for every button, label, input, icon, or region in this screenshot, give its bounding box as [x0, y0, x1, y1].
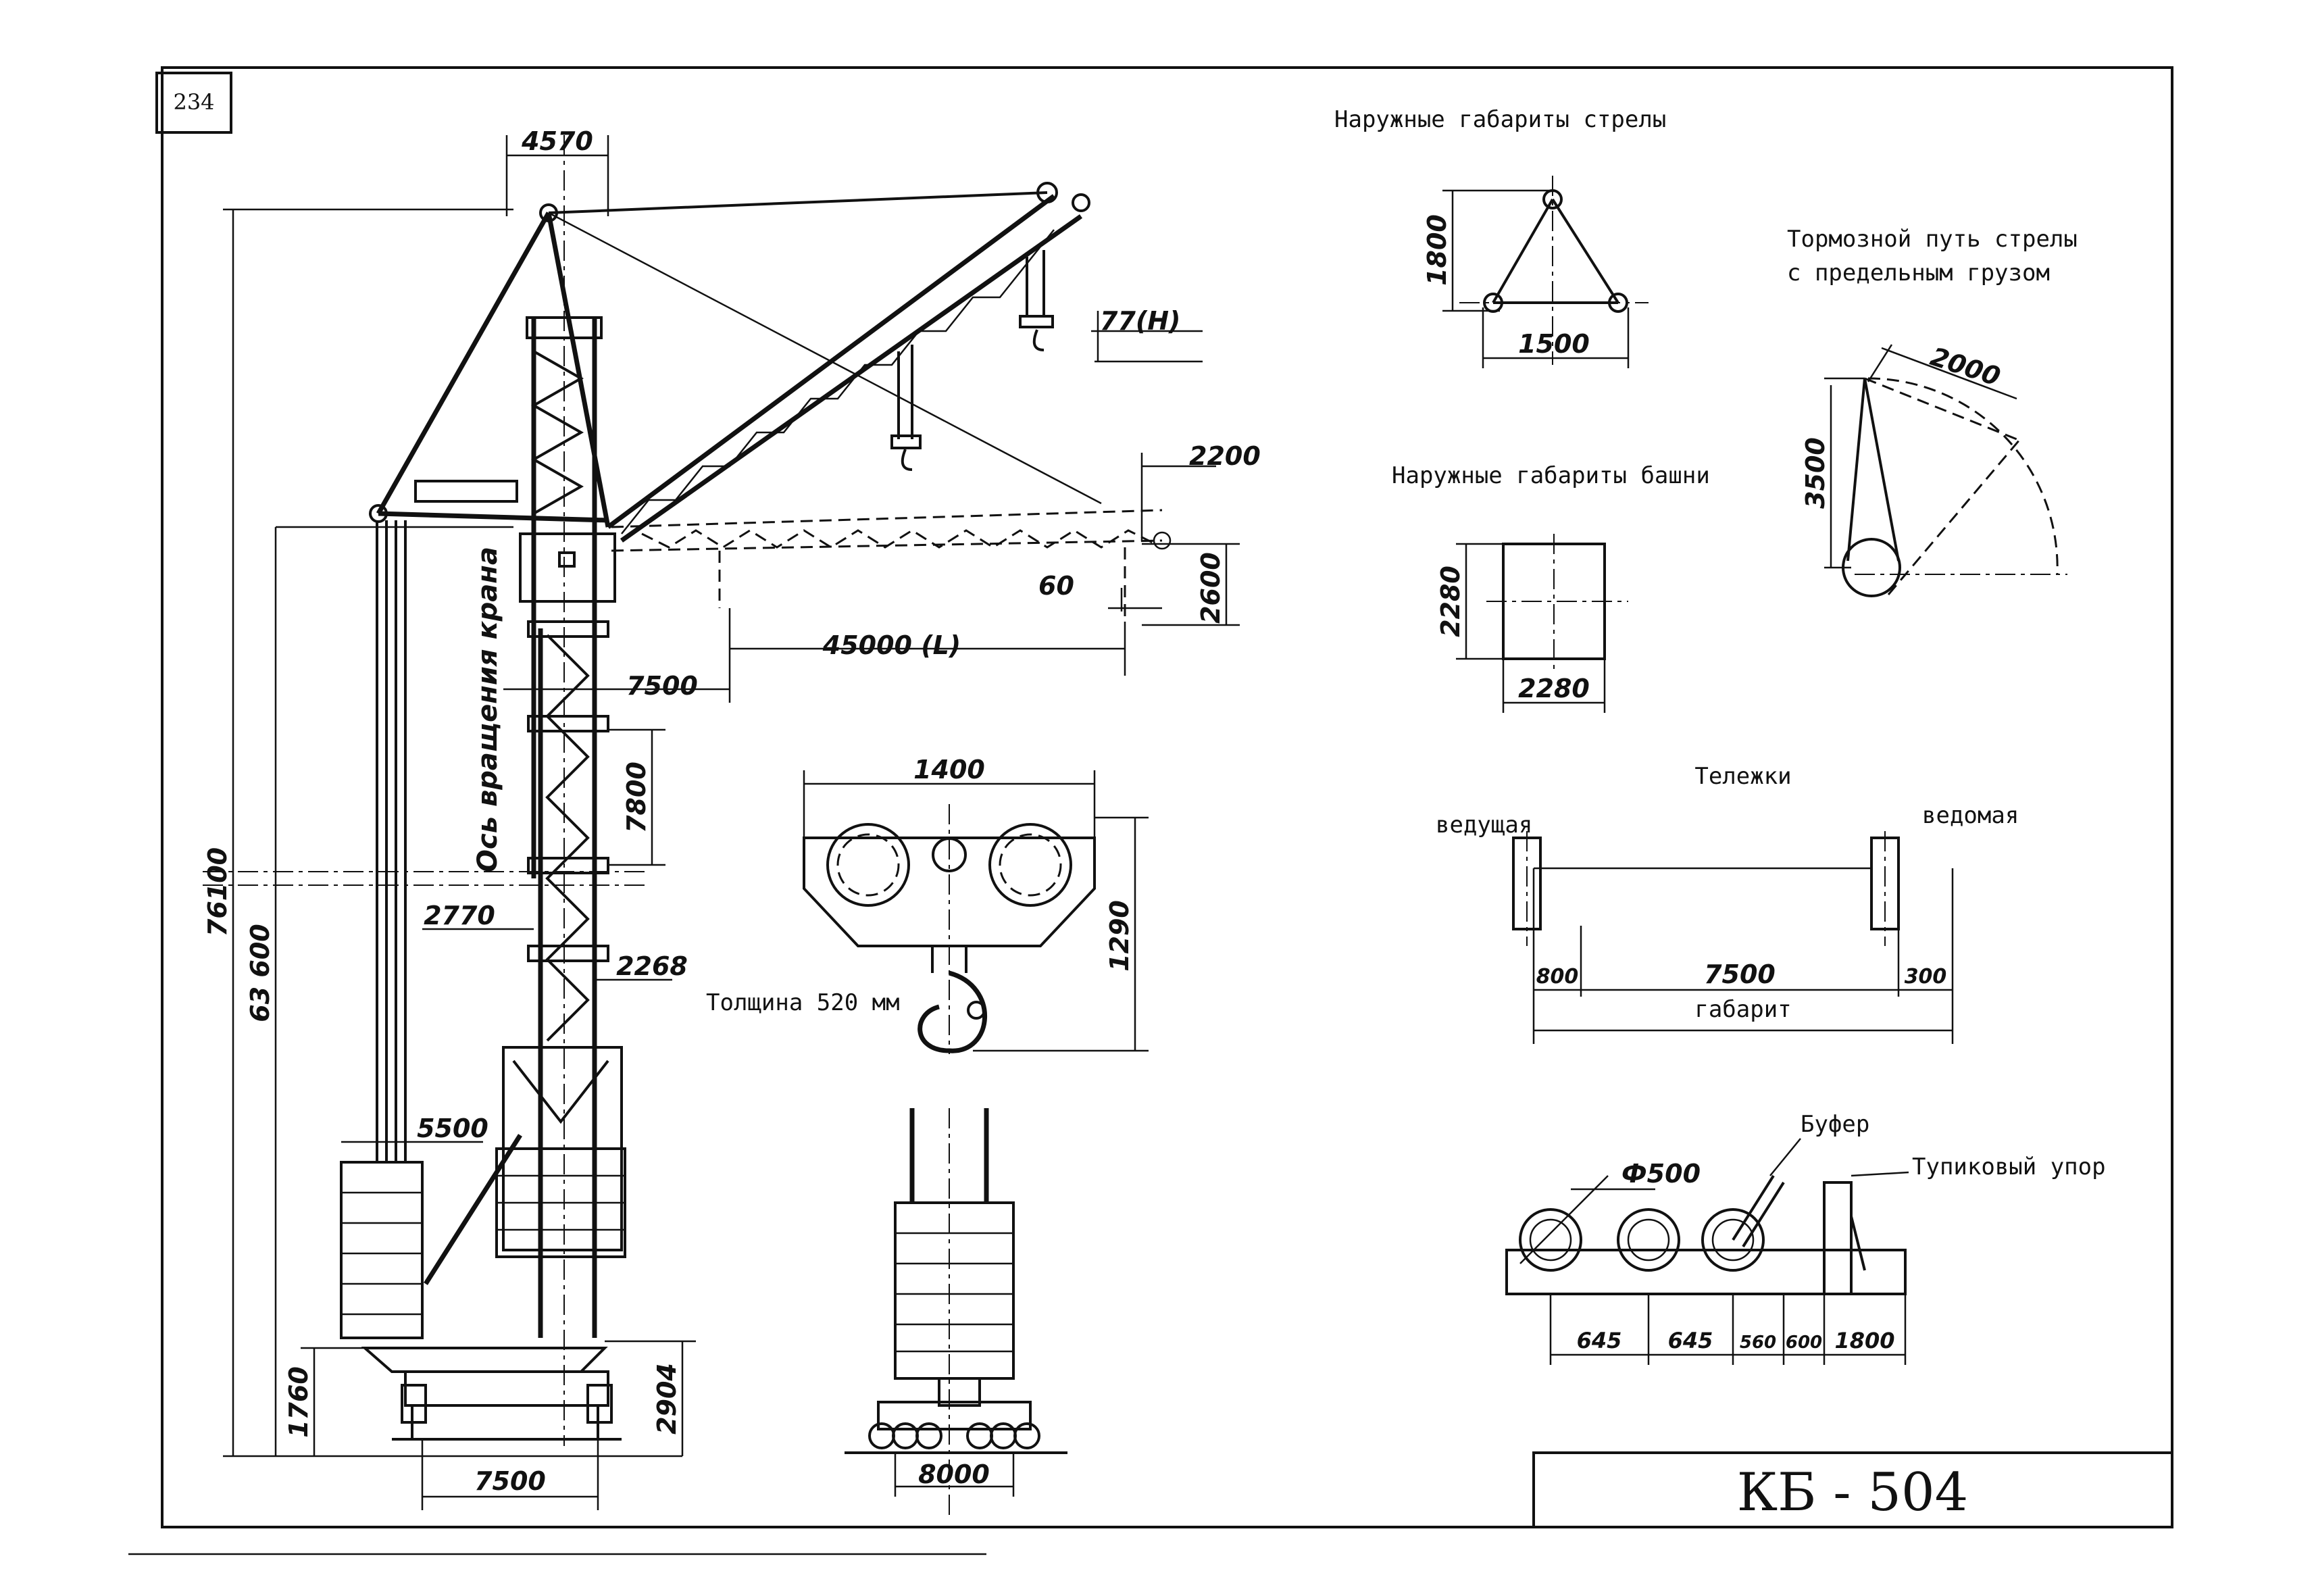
dim-ballast-offset: 5500	[417, 1114, 488, 1143]
braking-radius: 3500	[1801, 437, 1830, 509]
crane-elevation	[203, 135, 1240, 1510]
bogies-diagram	[1512, 831, 1954, 1044]
dim-tower-height: 63 600	[245, 924, 275, 1022]
tower-section-title: Наружные габариты башни	[1392, 462, 1710, 489]
bogie-right: 300	[1905, 965, 1947, 989]
dim-section-height: 7800	[622, 762, 651, 833]
dim-hook-height-n: 77(Н)	[1100, 306, 1180, 336]
dim-top-width: 4570	[521, 126, 593, 156]
stop-diameter: Ф500	[1621, 1159, 1701, 1189]
jib-section	[1442, 176, 1649, 368]
dead-end-label: Тупиковый упор	[1912, 1153, 2106, 1180]
title-block	[1532, 1451, 2173, 1528]
dim-mast-section: 2268	[616, 951, 688, 981]
rotation-axis-label: Ось вращения крана	[472, 547, 503, 872]
dim-counter-jib: 7500	[626, 671, 698, 701]
stop-d4: 600	[1786, 1332, 1822, 1353]
braking-title-2: с предельным грузом	[1787, 259, 2050, 286]
hook-block-height: 1290	[1105, 900, 1134, 972]
bogie-driving: ведущая	[1436, 812, 1532, 839]
page-number-box	[155, 72, 232, 134]
bogies-title: Тележки	[1694, 763, 1791, 790]
page-number: 234	[173, 89, 214, 115]
stop-d1: 645	[1577, 1328, 1622, 1353]
braking-diagram	[1824, 344, 2067, 597]
bogie-driven: ведомая	[1922, 802, 2019, 829]
side-base-width: 8000	[918, 1460, 990, 1489]
dim-low-hook-height: 60	[1038, 571, 1074, 601]
dim-base-height: 1760	[284, 1366, 313, 1438]
jib-section-title: Наружные габариты стрелы	[1334, 106, 1666, 133]
buffer-label: Буфер	[1801, 1111, 1869, 1138]
hook-block-width: 1400	[913, 755, 985, 784]
bogie-left: 800	[1536, 965, 1579, 989]
side-view	[845, 1108, 1067, 1520]
stop-d3: 560	[1740, 1332, 1776, 1353]
tower-section-width: 2280	[1518, 674, 1590, 703]
dim-portal-height: 2904	[652, 1363, 682, 1435]
braking-title-1: Тормозной путь стрелы	[1787, 226, 2078, 253]
braking-arc: 2000	[1927, 341, 2004, 392]
jib-section-height: 1800	[1422, 214, 1452, 286]
dim-jib-tip-offset: 2200	[1189, 441, 1261, 471]
sheet-border	[161, 66, 2173, 1528]
bogies-overall: габарит	[1694, 996, 1791, 1023]
hook-block-thickness: Толщина 520 мм	[706, 989, 900, 1016]
dim-track-gauge: 7500	[474, 1466, 546, 1496]
jib-section-width: 1500	[1518, 329, 1590, 359]
dim-reach: 45000 (L)	[822, 630, 961, 660]
dim-total-height: 76100	[203, 847, 232, 937]
tower-section-height: 2280	[1436, 566, 1465, 637]
model-title: КБ - 504	[1737, 1462, 1969, 1523]
bogie-span: 7500	[1704, 959, 1776, 989]
dim-jib-tip-drop: 2600	[1196, 552, 1226, 624]
dim-mast-width: 2770	[424, 901, 495, 930]
hook-block	[803, 770, 1149, 1054]
stop-d2: 645	[1668, 1328, 1713, 1353]
stop-diagram	[1505, 1138, 1909, 1365]
stop-d5: 1800	[1834, 1328, 1894, 1353]
tower-section	[1456, 534, 1628, 713]
